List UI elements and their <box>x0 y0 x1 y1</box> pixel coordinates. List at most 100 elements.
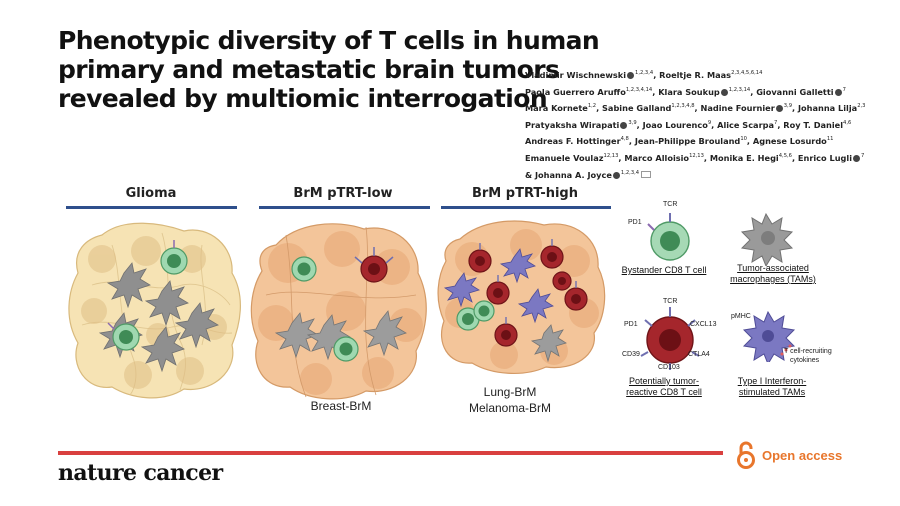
author-affiliation: 1,2,3,14 <box>728 86 751 93</box>
author-name[interactable]: , Roeltje R. Maas <box>653 70 732 80</box>
orcid-icon[interactable] <box>775 105 783 113</box>
author-affiliation: 2,3 <box>857 103 866 110</box>
legend-ifn-line: Type I Interferon- <box>737 376 807 386</box>
panel-divider <box>66 206 237 209</box>
journal-name: nature cancer <box>58 460 223 486</box>
open-access-lock-icon <box>737 441 755 469</box>
author-affiliation: 7 <box>861 152 865 159</box>
author-line: & Johanna A. Joyce 1,2,3,4 <box>525 166 893 183</box>
caption-breast-brm: Breast-BrM <box>310 399 372 413</box>
author-name[interactable]: , Giovanni Galletti <box>750 86 834 97</box>
author-affiliation: 11 <box>826 136 834 143</box>
legend-tam: Tumor-associated macrophages (TAMs) <box>726 263 820 285</box>
email-icon[interactable] <box>641 170 652 178</box>
panel-title-pTRT-low: BrM pTRT-low <box>293 186 393 201</box>
tumor-reactive-cd8-t-cell-icon <box>640 307 700 370</box>
author-name[interactable]: , Joao Lourenco <box>636 119 708 130</box>
author-name[interactable]: Paola Guerrero Aruffo <box>525 86 626 97</box>
author-name[interactable]: , Klara Soukup <box>652 86 720 97</box>
marker-tcr-2: TCR <box>663 298 678 305</box>
author-name[interactable]: , Nadine Fournier <box>694 103 775 114</box>
panel-title-glioma: Glioma <box>125 186 177 201</box>
author-line: Andreas F. Hottinger4,8, Jean-Philippe B… <box>525 132 893 149</box>
marker-cytokines-1: T cell-recruiting <box>784 348 832 355</box>
legend-tam-line: Tumor-associated <box>737 263 809 273</box>
author-affiliation: 1,2,3,4 <box>620 169 640 176</box>
bystander-cd8-t-cell-icon <box>647 213 690 261</box>
title-line: Phenotypic diversity of T cells in human <box>58 26 600 55</box>
author-name[interactable]: Andreas F. Hottinger <box>525 136 621 147</box>
author-name[interactable]: Mara Kornete <box>525 103 588 114</box>
author-affiliation: 12,13 <box>603 152 619 159</box>
author-line: Vladimir Wischnewski 1,2,3,4, Roeltje R. … <box>525 66 893 83</box>
author-affiliation: 7 <box>842 86 846 93</box>
panel-divider <box>259 206 430 209</box>
author-affiliation: 1,2,3,4 <box>635 70 654 76</box>
author-line: Emanuele Voulaz12,13, Marco Alloisio12,1… <box>525 149 893 166</box>
panel-divider <box>441 206 611 209</box>
tam-icon <box>740 212 794 266</box>
author-name[interactable]: , Enrico Lugli <box>791 152 853 163</box>
title-line: primary and metastatic brain tumors <box>58 55 560 84</box>
author-name[interactable]: , Sabine Galland <box>596 103 672 114</box>
author-affiliation: 12,13 <box>689 152 704 159</box>
author-affiliation: 4,6 <box>843 119 852 126</box>
author-affiliation: 3,9 <box>628 119 637 126</box>
author-name[interactable]: , Johanna Lilja <box>792 103 858 114</box>
author-name[interactable]: , Alice Scarpa <box>711 119 775 130</box>
author-name[interactable]: & Johanna A. Joyce <box>525 169 612 180</box>
legend-bystander-cd8: Bystander CD8 T cell <box>621 265 707 275</box>
marker-pd1: PD1 <box>628 219 642 226</box>
author-affiliation: 4,5,6 <box>778 152 792 159</box>
glioma-tumor-illustration <box>68 222 241 399</box>
author-affiliation: 4,8 <box>620 136 629 143</box>
title-line: revealed by multiomic interrogation <box>58 84 548 113</box>
author-affiliation: 1,2 <box>587 103 597 110</box>
legend-ifn-tam: Type I Interferon- stimulated TAMs <box>724 376 820 398</box>
legend-ifn-line: stimulated TAMs <box>738 387 806 397</box>
ifn-stimulated-tam-icon <box>742 310 796 362</box>
orcid-icon[interactable] <box>612 171 620 179</box>
open-access-label[interactable]: Open access <box>762 448 843 463</box>
author-line: Paola Guerrero Aruffo1,2,3,4,14, Klara S… <box>525 83 893 100</box>
marker-cd39: CD39 <box>622 351 640 358</box>
marker-pmhc: pMHC <box>731 313 751 320</box>
marker-tcr: TCR <box>663 201 678 208</box>
marker-pd1-2: PD1 <box>624 321 638 328</box>
author-line: Mara Kornete1,2, Sabine Galland1,2,3,4,8… <box>525 99 893 116</box>
caption-melanoma-brm: Melanoma-BrM <box>468 401 552 415</box>
author-name[interactable]: , Roy T. Daniel <box>777 119 844 130</box>
author-name[interactable]: , Marco Alloisio <box>618 152 690 163</box>
orcid-icon[interactable] <box>834 88 842 96</box>
orcid-icon[interactable] <box>720 88 728 96</box>
author-affiliation: 1,2,3,4,14 <box>625 86 653 93</box>
author-affiliation: 10 <box>740 136 747 143</box>
orcid-icon[interactable] <box>853 154 861 162</box>
author-name[interactable]: , Monika E. Hegi <box>703 152 779 163</box>
author-name[interactable]: , Agnese Losurdo <box>746 136 827 147</box>
marker-cytokines-2: cytokines <box>790 357 820 364</box>
orcid-icon[interactable] <box>620 121 628 129</box>
legend-reactive-cd8: Potentially tumor- reactive CD8 T cell <box>614 376 714 398</box>
author-affiliation: 1,2,3,4,8 <box>671 103 695 110</box>
orcid-icon[interactable] <box>627 72 635 79</box>
panel-title-pTRT-high: BrM pTRT-high <box>471 186 578 201</box>
author-affiliation: 7 <box>774 119 778 126</box>
author-affiliation: 3,9 <box>783 103 792 110</box>
author-name[interactable]: , Jean-Philippe Brouland <box>628 136 741 147</box>
legend-tam-line: macrophages (TAMs) <box>730 274 816 284</box>
paper-title: Phenotypic diversity of T cells in human… <box>58 26 600 113</box>
footer-divider <box>58 451 723 455</box>
author-name[interactable]: Emanuele Voulaz <box>525 152 604 163</box>
legend-reactive-line: Potentially tumor- <box>628 376 700 386</box>
author-affiliation: 2,3,4,5,6,14 <box>731 70 763 76</box>
lung-melanoma-brm-tumor-illustration <box>437 220 606 374</box>
author-name[interactable]: Pratyaksha Wirapati <box>525 119 620 130</box>
author-affiliation: 9 <box>707 119 712 126</box>
legend-reactive-line: reactive CD8 T cell <box>626 387 702 397</box>
marker-cd103: CD103 <box>658 364 680 371</box>
author-name[interactable]: Vladimir Wischnewski <box>525 70 627 80</box>
marker-cxcl13: CXCL13 <box>690 321 717 328</box>
